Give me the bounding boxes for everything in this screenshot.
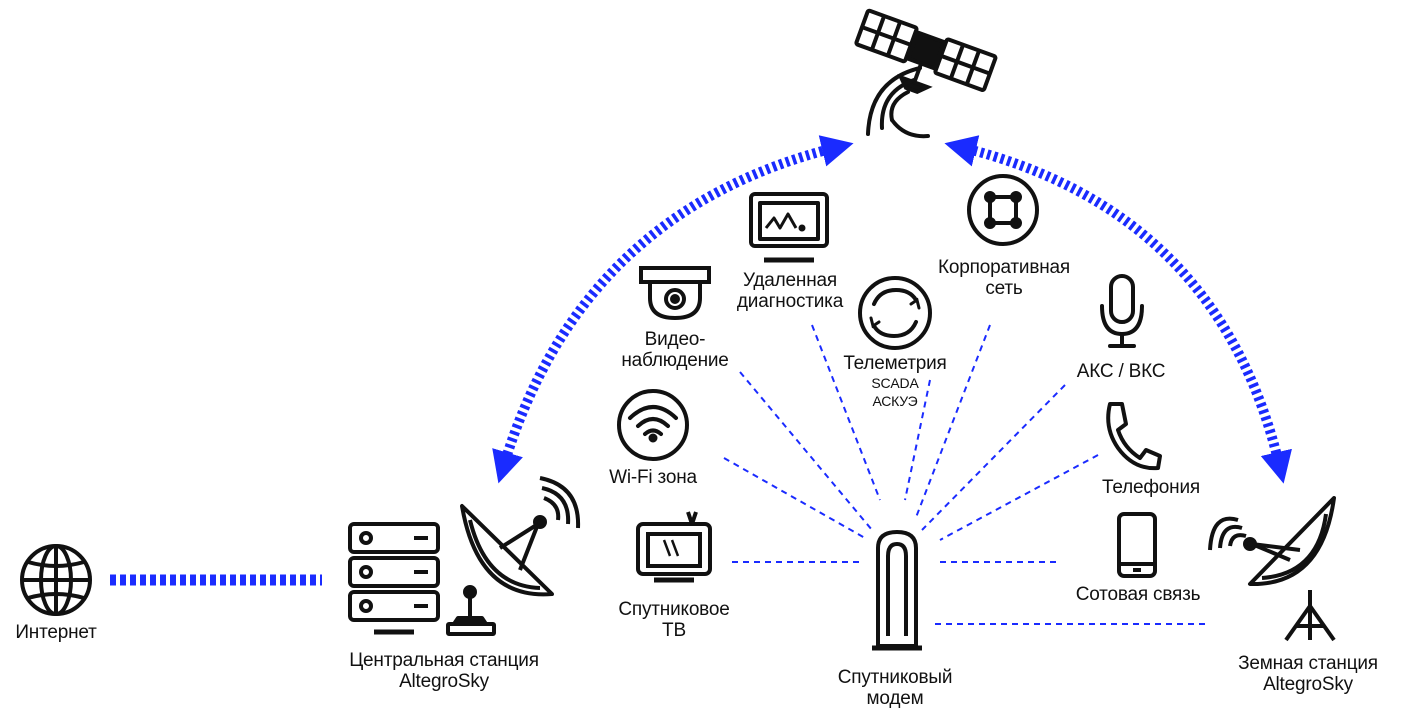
- wifi-icon: [617, 389, 689, 461]
- modem-service-links: [723, 324, 1210, 625]
- telemetry-scada-label: SCADA: [871, 375, 919, 391]
- corporate-network-label: Корпоративная сеть: [938, 257, 1070, 299]
- ground-station-label: Земная станция AltegroSky: [1238, 653, 1378, 695]
- modem-label: Спутниковый модем: [837, 667, 953, 709]
- central-station-label: Центральная станция AltegroSky: [349, 650, 539, 692]
- network-icon: [967, 174, 1039, 246]
- uplink-arc-right: [944, 135, 1292, 484]
- telemetry-icon: [858, 276, 932, 350]
- security-camera-icon: [639, 266, 711, 321]
- telemetry-askue-label: АСКУЭ: [872, 393, 918, 409]
- satellite-tv-label: Спутниковое ТВ: [618, 599, 730, 641]
- satellite-modem-icon: [872, 529, 922, 651]
- internet-label: Интернет: [15, 622, 97, 643]
- wifi-zone-label: Wi-Fi зона: [609, 467, 697, 488]
- telemetry-label: Телеметрия SCADA АСКУЭ: [810, 353, 980, 410]
- phone-icon: [1106, 402, 1162, 471]
- satellite-signal-waves: [866, 66, 930, 139]
- smartphone-icon: [1117, 512, 1157, 578]
- video-surveillance-label: Видео- наблюдение: [621, 329, 729, 371]
- satellite-icon: [854, 8, 998, 95]
- cellular-label: Сотовая связь: [1075, 584, 1201, 605]
- tv-icon: [636, 511, 712, 583]
- voice-conference-label: АКС / ВКС: [1076, 361, 1166, 382]
- remote-diagnostics-label: Удаленная диагностика: [736, 270, 844, 312]
- satellite-dish-icon: [446, 476, 581, 636]
- microphone-icon: [1100, 274, 1144, 348]
- telephony-label: Телефония: [1102, 477, 1200, 498]
- uplink-arc-left: [492, 135, 854, 484]
- satellite-dish-tripod-icon: [1208, 496, 1336, 642]
- satellite-link-arcs: [492, 135, 1292, 484]
- server-rack-icon: [348, 522, 440, 635]
- monitor-icon: [749, 192, 829, 263]
- globe-icon: [20, 544, 92, 616]
